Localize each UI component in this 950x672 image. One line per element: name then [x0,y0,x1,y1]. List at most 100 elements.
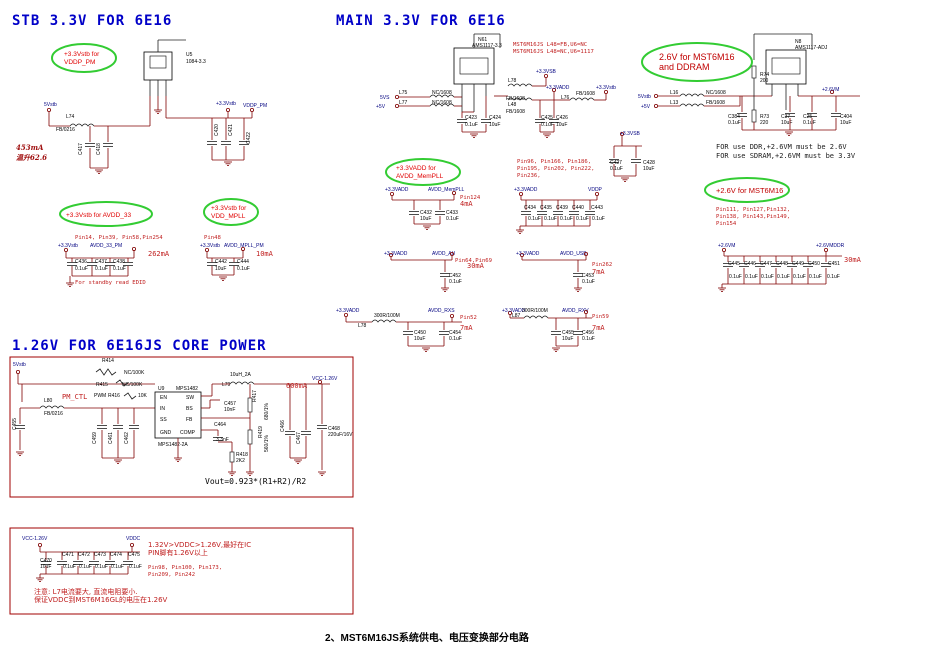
c423-val: 0.1uF [465,122,478,128]
c420-label: C420 [214,124,220,136]
figure-caption: 2、MST6M16JS系统供电、电压变换部分电路 [325,631,530,644]
stb-current: 453mA [16,143,44,152]
c418-label: C418 [96,143,102,155]
r415-ref: R415 [96,382,108,388]
c437-label: C437 [95,259,107,265]
c37-val: 10uF [781,120,792,126]
r419-val: 560/1% [264,434,270,452]
oval-vddp-pm-line2: VDDP_PM [64,59,95,66]
stb-temp: 温升62.6 [16,153,47,162]
c425-val: 0.1uF [541,122,554,128]
c37-label: C37 [781,114,790,120]
l77-part: NC/1608 [432,100,452,106]
oval-mst-text: +2.6V for MST6M16 [716,186,783,195]
n61-ref: N61 [478,37,487,43]
u9-pin-gnd: GND [160,430,172,436]
c455b-label: C455 [562,330,574,336]
main-section: MST6M16JS L48=FB,U6=NC MST6M16JS L48=NC,… [376,33,655,183]
c447-label: C447 [760,261,772,267]
c404-label: C404 [840,114,852,120]
l13-ref: L13 [670,100,679,106]
c466-label: C466 [280,420,286,432]
c432-val: 10uF [420,216,431,222]
ddr-net: +2.6VM [822,87,839,93]
c455c-label: C455 [12,418,18,430]
main-net-vsb: +3.3VSB [536,69,557,75]
l78b-part: 300R/100M [374,313,400,319]
mpll-section: +3.3Vstb for VDD_MPLL Pin48 +3.3Vstb AVD… [200,198,274,282]
stb-section: +3.3Vstb for VDDP_PM U5 1084-3.3 5Vstb L… [16,39,267,175]
rxs-vin: +3.3VADD [336,308,360,314]
mpll-vin: +3.3Vstb [200,243,220,249]
vddp-vin: +3.3VADD [514,187,538,193]
c436-label: C436 [75,259,87,265]
c448-val: 0.1uF [777,274,790,280]
l80-ref: L80 [44,398,53,404]
c449-val: 0.1uF [793,274,806,280]
vddc-section: VCC-1.26V VDDC C470 C471 C472 C473 C474 … [9,527,354,615]
u9-pin-bs: BS [186,406,193,412]
avdd33-note: For standby read EDID [75,280,146,286]
vddp-pins-3: Pin236, [517,173,541,179]
u9-pin-fb: FB [186,417,193,423]
c455b-val: 10uF [562,336,573,342]
c454-val: 0.1uF [449,336,462,342]
main-net-vstb: +3.3Vstb [596,85,616,91]
pwm-net: PWM [94,393,106,399]
c449-label: C449 [792,261,804,267]
vddc-warn-2: 保证VDDC到MST6M16GL的电压在1.26V [34,595,168,604]
core-section: 5Vstb R414 NC/100K R415 NC/100K PWM R416… [9,356,354,498]
c475-val: 0.1uF [129,564,142,570]
regulator-n61 [453,47,495,85]
c468-val: 220uF/16V [328,432,353,438]
u5-part: 1084-3.3 [186,59,206,65]
avdd33-section: +3.3Vstb for AVDD_33 Pin14, Pin39, Pin58… [58,201,170,288]
oval-vddp-pm [51,43,117,73]
c421-label: C421 [228,124,234,136]
main-in-5v: +5V [376,104,386,110]
l77-ref: L77 [399,100,408,106]
r417-val: 680/1% [264,402,270,420]
c464-val: 3.3nF [216,437,229,443]
r414-val: NC/100K [124,370,145,376]
n8-ref: N8 [795,39,802,45]
c474-val: 0.1uF [111,564,124,570]
core-box [9,356,354,498]
mst-net: +2.6VMDDR [816,243,845,249]
usb-pin: Pin262 [592,262,612,268]
mst-caps: C445 C446 C447 C448 C449 C450 C451 0.1uF… [717,256,840,293]
title-stb: STB 3.3V FOR 6E16 [12,13,172,29]
avdd-au-section: +3.3VADD AVDD_AU Pin64,Pin69 30mA C452 0… [384,251,492,293]
c446-val: 0.1uF [745,274,758,280]
c434-val: 0.1uF [528,216,541,222]
u5-ref: U5 [186,52,193,58]
rxs-pin: Pin52 [460,315,477,321]
c471-val: 0.1uF [63,564,76,570]
c468-label: C468 [328,426,340,432]
oval-ddr-line1: 2.6V for MST6M16 [659,52,735,62]
vddp-section: Pin96, Pin166, Pin186, Pin195, Pin202, P… [514,159,605,235]
vddc-pins-1: Pin98, Pin100, Pin173, [148,565,222,571]
l48-part: FB/1608 [506,109,525,115]
c457-label: C457 [224,401,236,407]
c425-label: C425 [541,115,553,121]
avdd33-pins: Pin14, Pin39, Pin58,Pin254 [75,235,163,241]
c450b-label: C450 [414,330,426,336]
title-main: MAIN 3.3V FOR 6E16 [336,13,506,29]
mst-pins-3: Pin154 [716,221,737,227]
c472-label: C472 [78,552,90,558]
vddp-pins-2: Pin195, Pin202, Pin222, [517,166,594,172]
c456b-label: C456 [582,330,594,336]
rxs-current: 7mA [460,324,473,332]
c424-label: C424 [489,115,501,121]
avdd-rxs-section: +3.3VADD L78 300R/100M AVDD_RXS Pin52 7m… [336,308,477,353]
l75-ref: L75 [399,90,408,96]
c384-val: 0.1uF [728,120,741,126]
pwm-label: PM_CTL [62,393,87,401]
c444-label: C444 [237,259,249,265]
c473-val: 0.1uF [95,564,108,570]
c450b-val: 10uF [414,336,425,342]
vddp-net: VDDP [588,187,603,193]
u9-pin-en: EN [160,395,167,401]
